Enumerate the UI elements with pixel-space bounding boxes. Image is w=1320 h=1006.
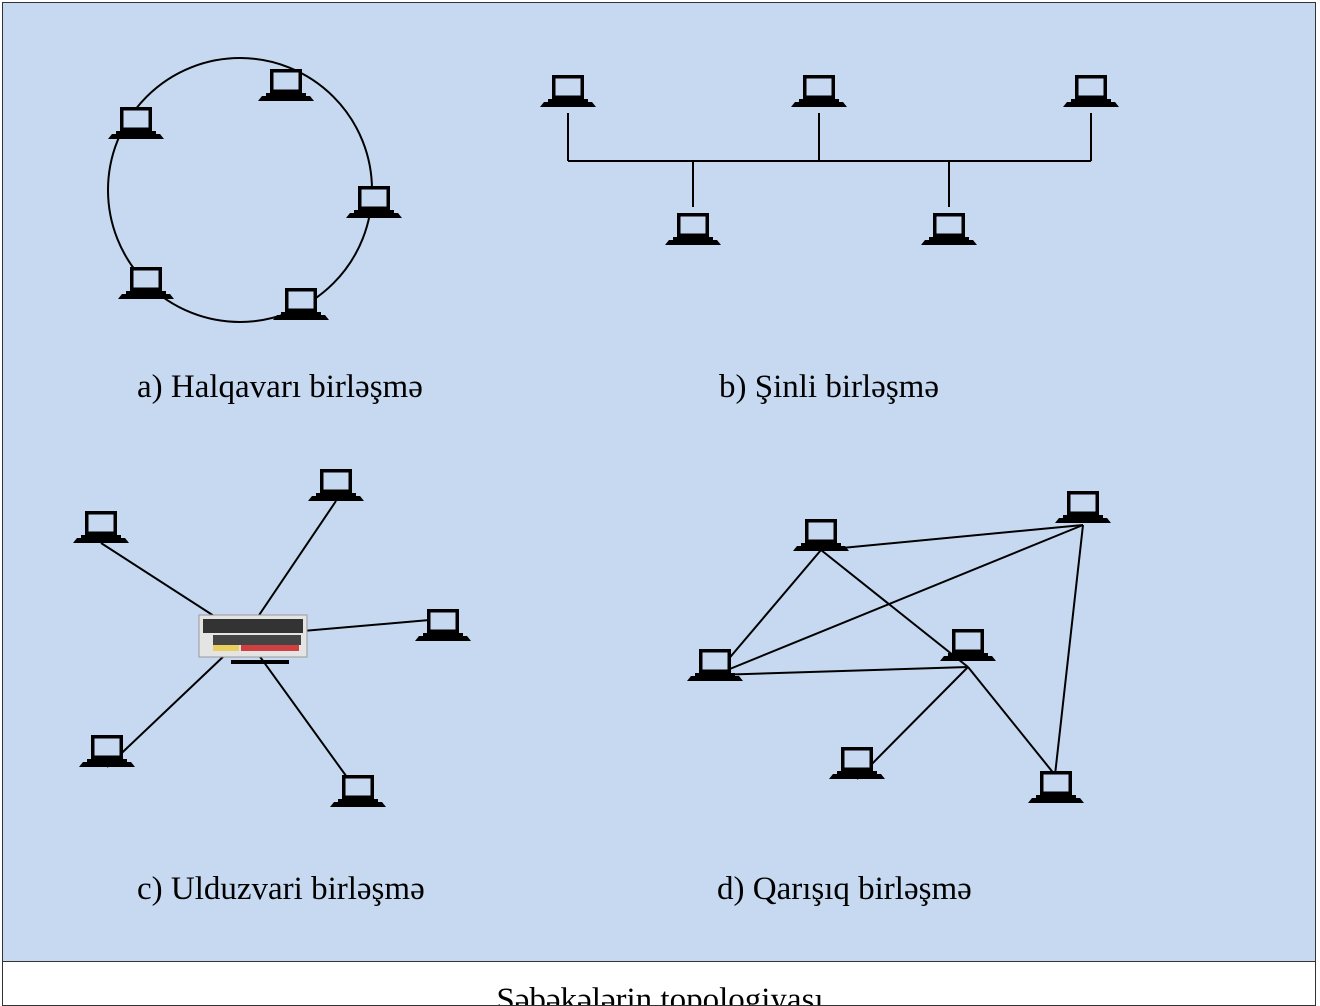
mesh-link <box>967 666 1056 776</box>
mesh-topology <box>714 524 1084 780</box>
bus-label: b) Şinli birləşmə <box>719 369 939 405</box>
laptop-icon <box>828 746 886 780</box>
laptop-icon <box>1062 74 1120 108</box>
bus-topology <box>567 113 1092 207</box>
ring-label: a) Halqavarı birləşmə <box>137 369 423 405</box>
laptop-icon <box>345 185 403 219</box>
star-link <box>244 500 337 637</box>
mesh-link <box>714 549 822 676</box>
ring-topology <box>107 57 403 323</box>
mesh-link <box>714 666 969 676</box>
mesh-link <box>856 666 969 780</box>
mesh-label: d) Qarışıq birləşmə <box>717 871 972 907</box>
laptop-icon <box>72 510 130 544</box>
star-link <box>244 635 358 792</box>
laptop-icon <box>539 74 597 108</box>
mesh-link <box>820 524 1084 551</box>
laptop-icon <box>272 287 330 321</box>
laptop-icon <box>1027 770 1085 804</box>
laptop-icon <box>414 608 472 642</box>
laptop-icon <box>78 734 136 768</box>
laptop-icon <box>107 106 165 140</box>
laptop-icon <box>790 74 848 108</box>
laptop-icon <box>1054 490 1112 524</box>
mesh-link <box>1054 524 1084 776</box>
figure-caption: Şəbəkələrin topologiyası <box>496 982 824 1006</box>
laptop-icon <box>920 212 978 246</box>
mesh-link <box>820 549 969 668</box>
laptop-icon <box>939 628 997 662</box>
star-link <box>106 635 246 768</box>
mesh-link <box>714 524 1084 676</box>
laptop-icon <box>329 774 387 808</box>
caption-strip: Şəbəkələrin topologiyası <box>2 961 1316 1006</box>
laptop-icon <box>686 648 744 682</box>
switch-icon <box>198 614 308 664</box>
laptop-icon <box>307 468 365 502</box>
laptop-icon <box>117 266 175 300</box>
laptop-icon <box>257 68 315 102</box>
diagram-panel: a) Halqavarı birləşmə b) Şinli birləşmə … <box>2 2 1316 962</box>
star-label: c) Ulduzvari birləşmə <box>137 871 425 907</box>
laptop-icon <box>664 212 722 246</box>
laptop-icon <box>792 518 850 552</box>
topology-diagram <box>72 57 1120 808</box>
